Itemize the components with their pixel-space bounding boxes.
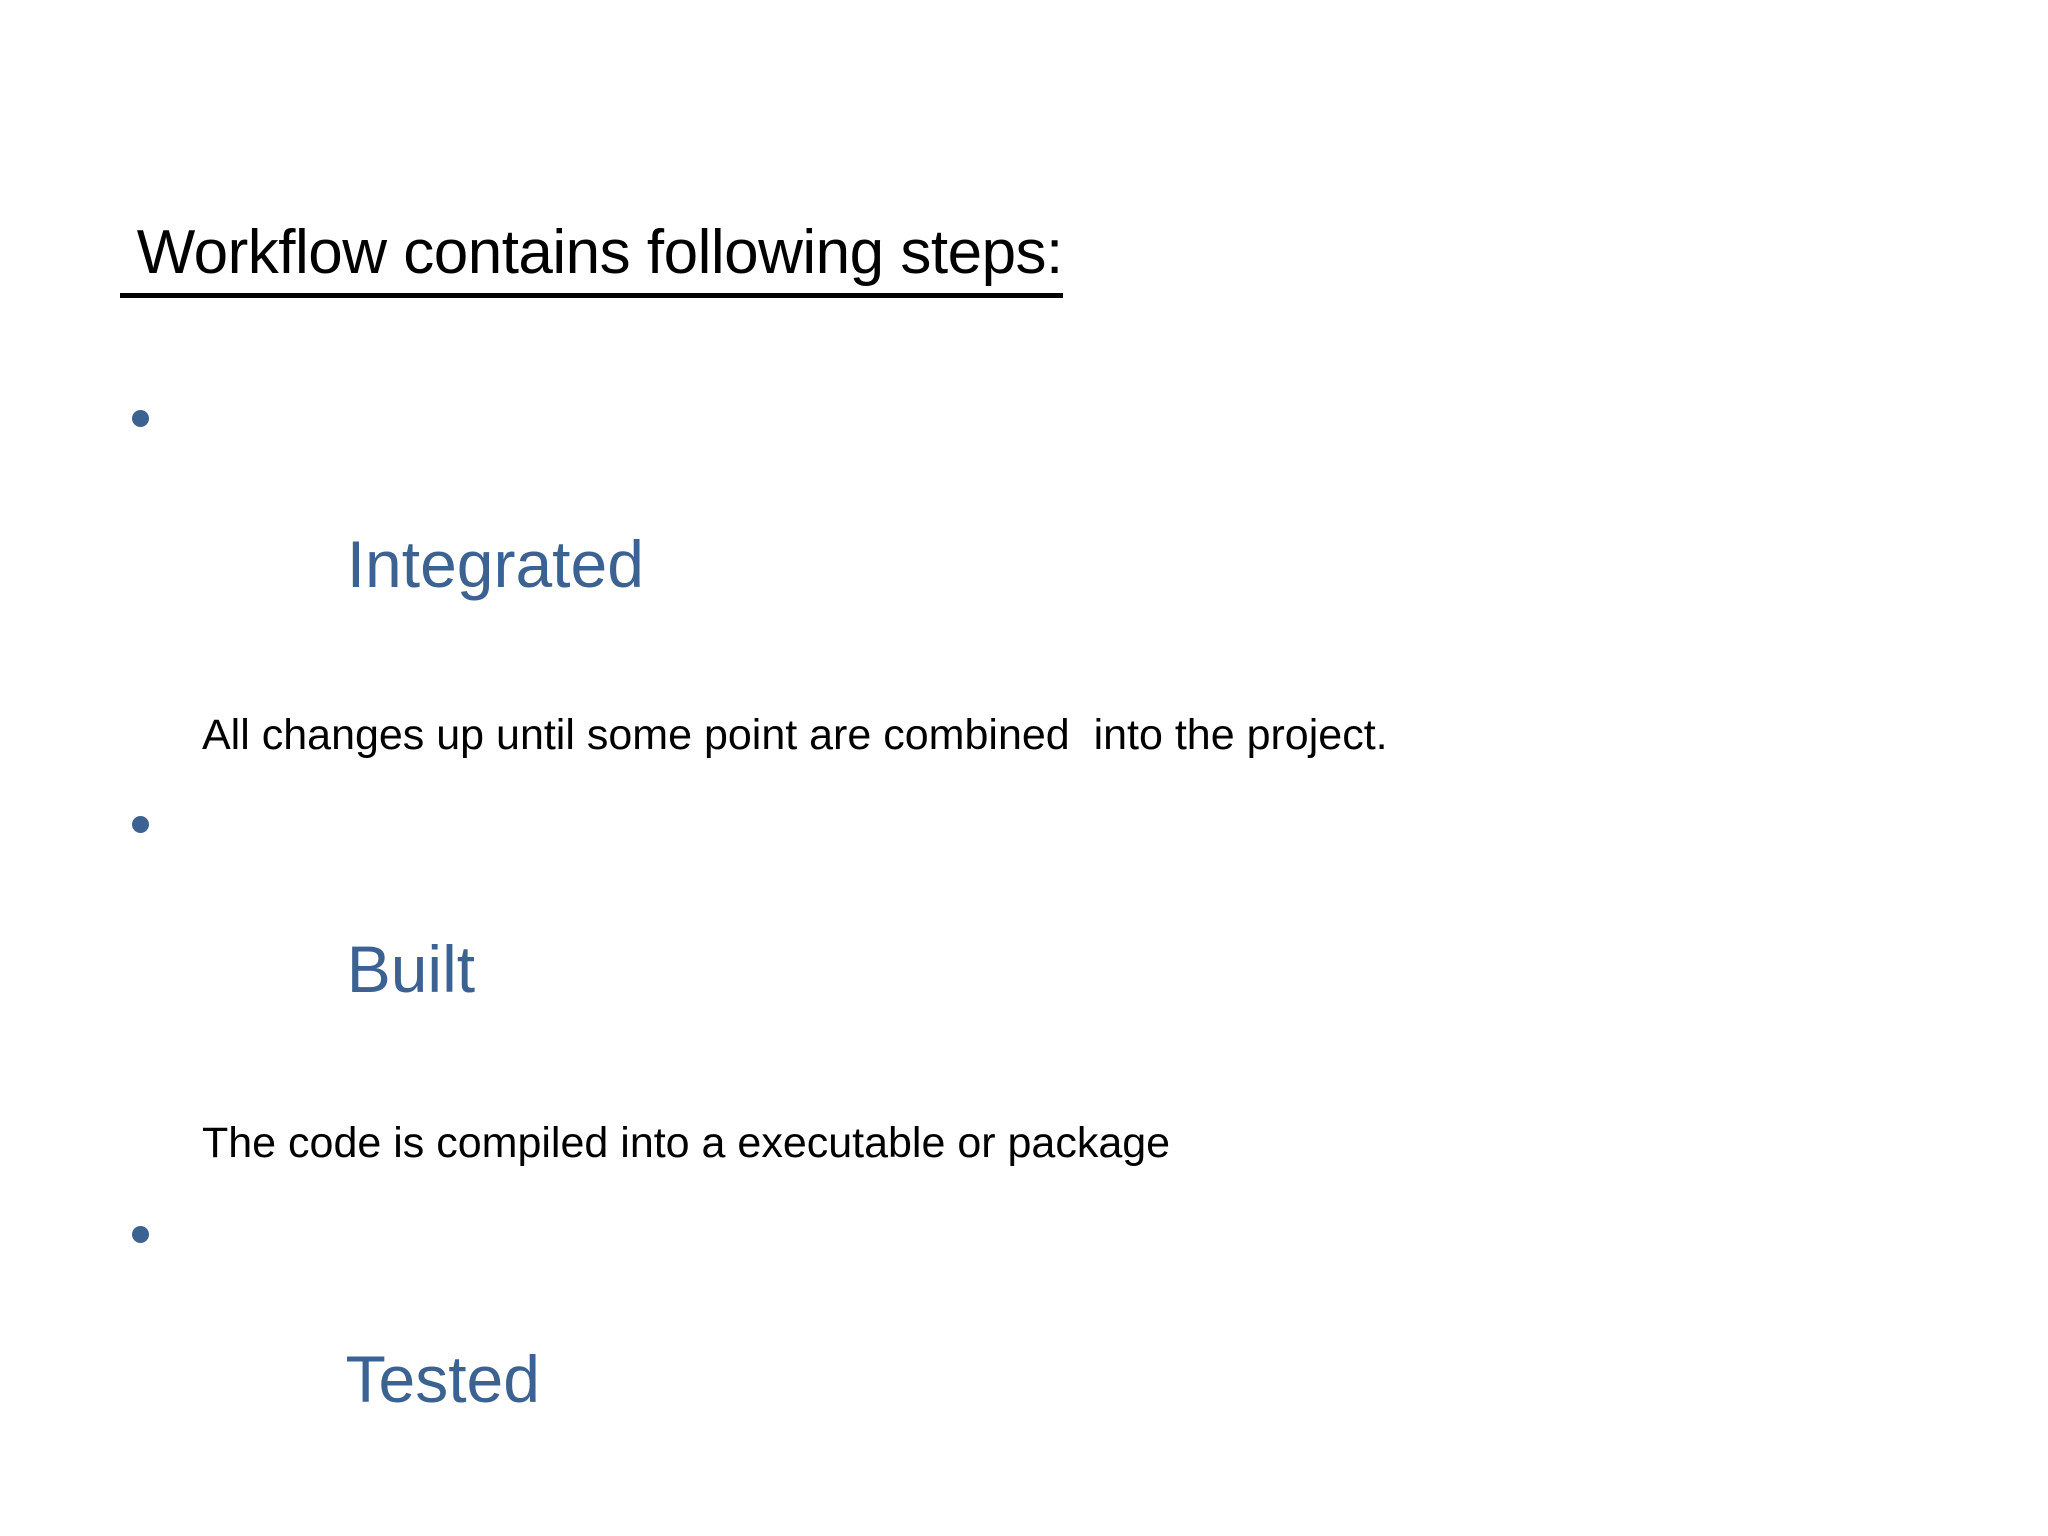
step-description-built: The code is compiled into a executable o…: [202, 1118, 1171, 1167]
step-heading-label: Built: [346, 932, 476, 1007]
bullet-dot-icon: [132, 410, 149, 428]
step-heading-built: Built: [0, 785, 2048, 1081]
step-heading-tested: Tested: [0, 1195, 2048, 1491]
page-title: Workflow contains following steps:: [120, 219, 1063, 298]
step-heading-label: Integrated: [346, 526, 644, 601]
bullet-dot-icon: [132, 815, 149, 833]
step-description-integrated: All changes up until some point are comb…: [202, 710, 1388, 759]
list-item-tested[interactable]: Tested Automated test suites are run: [0, 1195, 2048, 1536]
step-heading-integrated: Integrated: [0, 380, 2048, 676]
list-item-integrated[interactable]: Integrated All changes up until some poi…: [0, 380, 2048, 761]
bullet-dot-icon: [132, 1225, 149, 1243]
step-heading-label: Tested: [345, 1342, 540, 1417]
workflow-steps-list: Integrated All changes up until some poi…: [0, 380, 2048, 1536]
list-item-built[interactable]: Built The code is compiled into a execut…: [0, 785, 2048, 1169]
